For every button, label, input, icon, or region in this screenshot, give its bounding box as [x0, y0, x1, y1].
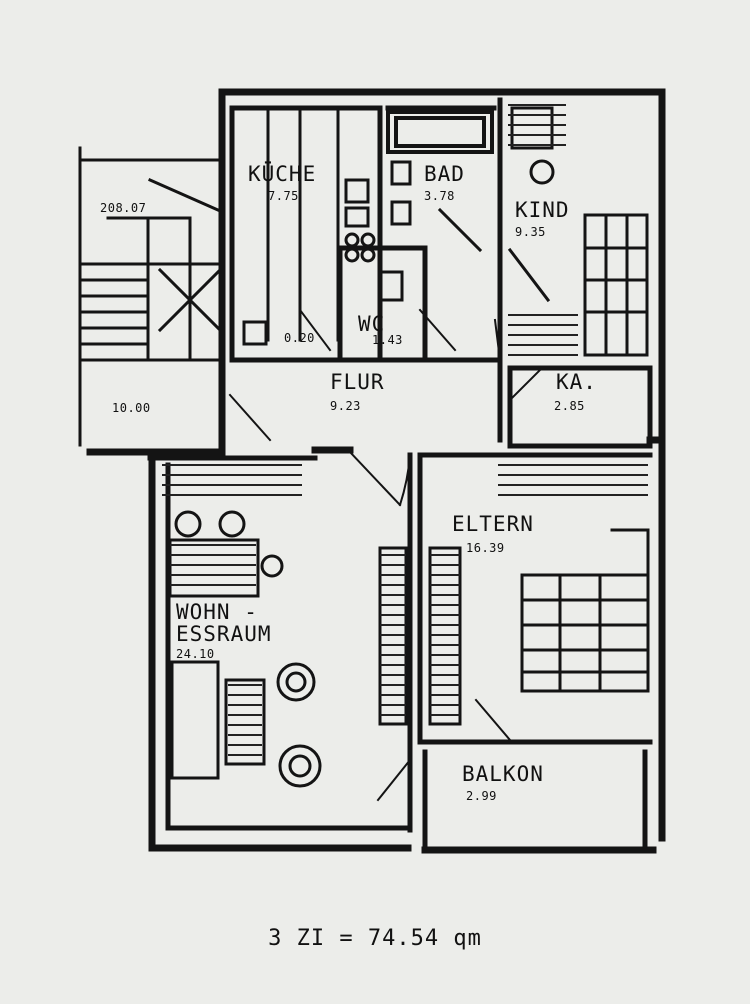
stove-burners — [344, 232, 376, 263]
kueche-name: KÜCHE — [248, 162, 317, 186]
dining-chairs — [174, 510, 284, 578]
ka-area: 2.85 — [554, 399, 585, 413]
ka-name: KA. — [556, 370, 597, 394]
flur-area: 9.23 — [330, 399, 361, 413]
landing-label: 10.00 — [112, 401, 151, 415]
wc-name: WC — [358, 312, 386, 336]
wohn-name-line2: ESSRAUM — [176, 622, 272, 646]
bathtub — [386, 110, 494, 154]
stair-label: 208.07 — [100, 201, 147, 215]
kitchen-fixtures — [242, 106, 370, 346]
bath-fixtures — [378, 160, 483, 302]
flur-name: FLUR — [330, 370, 385, 394]
interior-walls — [147, 97, 653, 853]
bad-name: BAD — [424, 162, 465, 186]
kueche-area: 7.75 — [268, 189, 299, 203]
balkon-name: BALKON — [462, 762, 544, 786]
eltern-area: 16.39 — [466, 541, 505, 555]
stair-section — [78, 146, 223, 447]
eltern-name: ELTERN — [452, 512, 534, 536]
abst-area: 0.20 — [284, 331, 315, 345]
wc-area: 1.43 — [372, 333, 403, 347]
kind-area: 9.35 — [515, 225, 546, 239]
outer-walls — [86, 88, 666, 854]
coffee-table — [224, 678, 266, 766]
wohn-area: 24.10 — [176, 647, 215, 661]
hatched-radiators — [162, 104, 648, 762]
area-summary: 3 ZI = 74.54 qm — [268, 926, 482, 951]
door-swings — [228, 308, 542, 802]
armchairs — [276, 662, 322, 788]
wohn-name-line1: WOHN - — [176, 600, 258, 624]
balkon-area: 2.99 — [466, 789, 497, 803]
bed — [520, 528, 650, 693]
bad-area: 3.78 — [424, 189, 455, 203]
sideboard — [170, 660, 220, 780]
kind-name: KIND — [515, 198, 570, 222]
